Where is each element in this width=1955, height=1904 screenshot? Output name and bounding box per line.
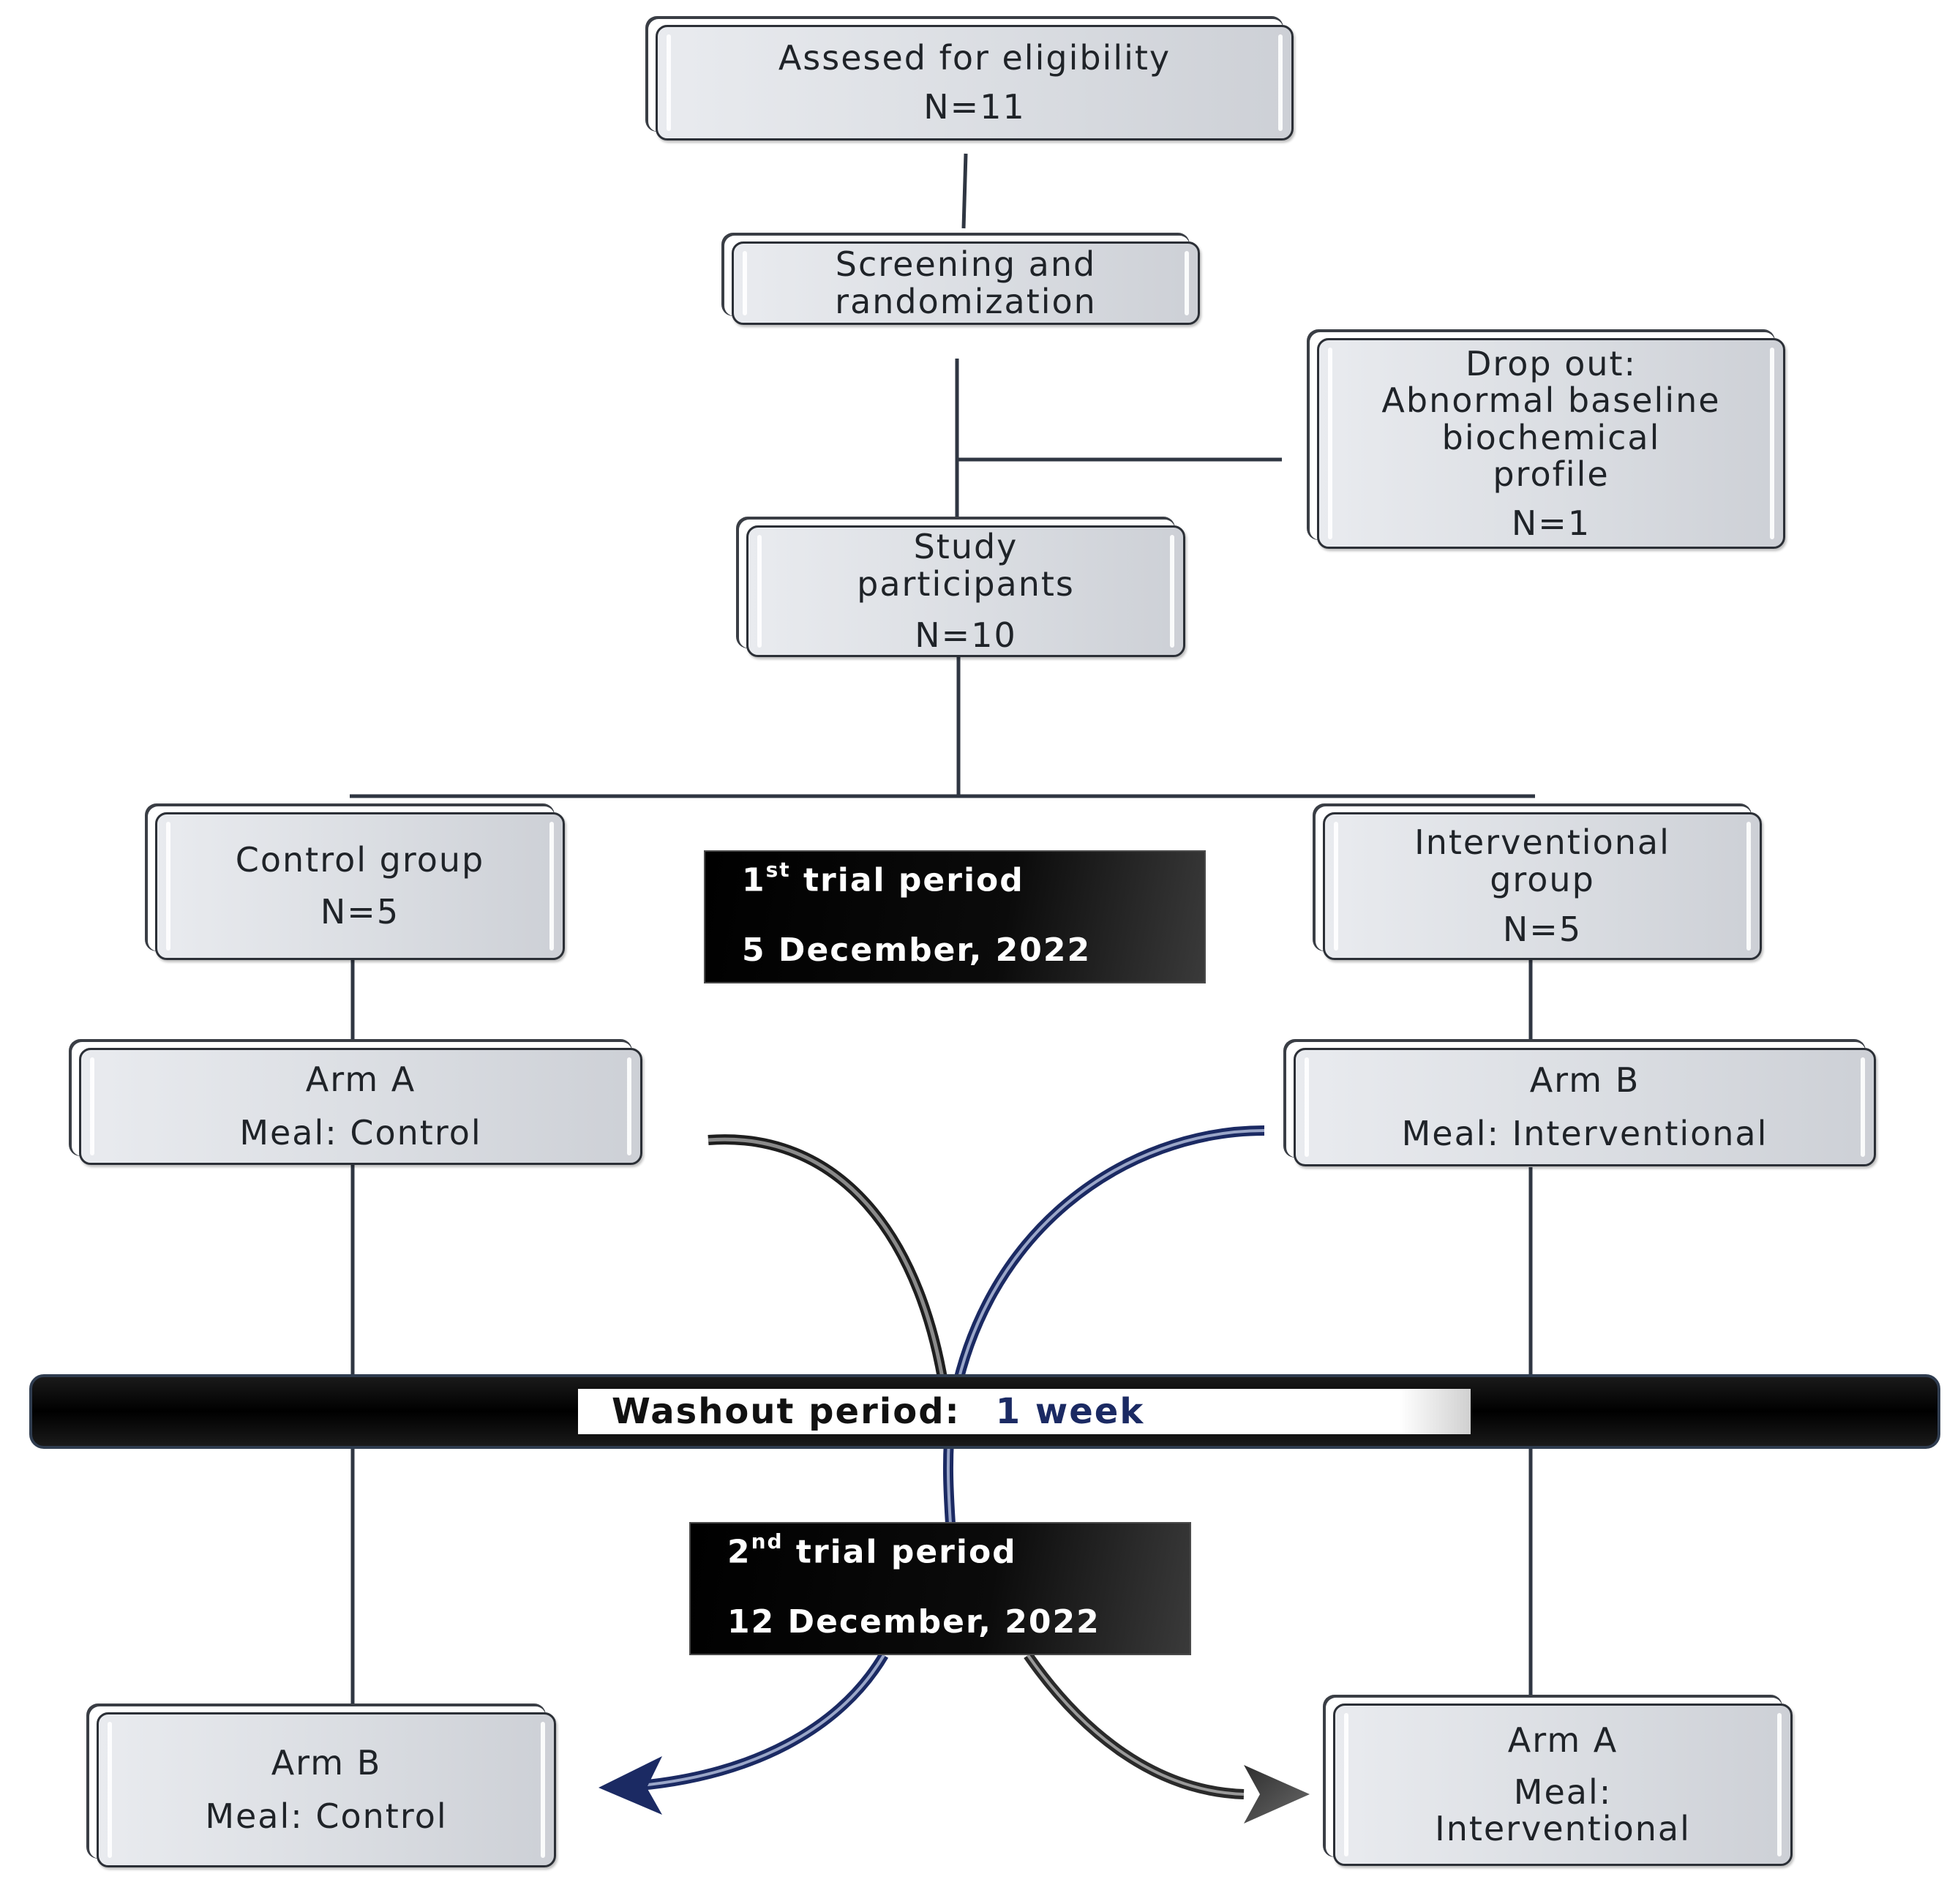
arm-b-second-label: Arm B bbox=[271, 1743, 382, 1783]
dropout-label-line3: biochemical bbox=[1441, 417, 1661, 457]
box-arm-b-second: Arm B Meal: Control bbox=[97, 1712, 556, 1867]
gray-arrowhead bbox=[1244, 1765, 1310, 1824]
second-period-suffix: nd bbox=[751, 1529, 784, 1553]
box-arm-a-second: Arm A Meal: Interventional bbox=[1333, 1704, 1793, 1866]
blue-crossover-lower bbox=[623, 1652, 889, 1792]
control-group-label: Control group bbox=[235, 840, 485, 880]
arm-a-first-meal: Meal: Control bbox=[239, 1113, 482, 1152]
box-arm-a-first: Arm A Meal: Control bbox=[79, 1048, 642, 1165]
second-period-date: 12 December, 2022 bbox=[727, 1603, 1100, 1641]
interventional-group-label-line2: group bbox=[1490, 859, 1595, 899]
box-arm-b-first: Arm B Meal: Interventional bbox=[1294, 1048, 1876, 1166]
gray-crossover-lower bbox=[1024, 1652, 1245, 1799]
arm-b-first-meal: Meal: Interventional bbox=[1401, 1114, 1768, 1153]
first-period-date: 5 December, 2022 bbox=[742, 931, 1092, 969]
first-period-suffix: st bbox=[765, 858, 791, 882]
eligibility-count: N=11 bbox=[923, 87, 1026, 127]
arm-a-first-label: Arm A bbox=[305, 1060, 416, 1100]
screening-label-line2: randomization bbox=[835, 282, 1097, 321]
line-eligibility-screening bbox=[961, 153, 968, 229]
arm-b-second-meal: Meal: Control bbox=[205, 1796, 448, 1836]
participants-label-line1: Study bbox=[913, 527, 1018, 567]
first-period-ordinal: 1 bbox=[742, 861, 766, 899]
first-trial-period: 1st trial period 5 December, 2022 bbox=[704, 850, 1206, 983]
eligibility-label: Assesed for eligibility bbox=[778, 38, 1171, 78]
box-participants: Study participants N=10 bbox=[746, 525, 1185, 657]
box-control-group: Control group N=5 bbox=[155, 812, 565, 960]
box-eligibility: Assesed for eligibility N=11 bbox=[656, 25, 1294, 140]
second-period-ordinal: 2 bbox=[727, 1533, 751, 1571]
dropout-label-line4: profile bbox=[1493, 454, 1610, 495]
dropout-count: N=1 bbox=[1511, 503, 1591, 543]
blue-crossover-upper bbox=[942, 1125, 1265, 1537]
dropout-label-line1: Drop out: bbox=[1465, 343, 1637, 383]
washout-value: 1 week bbox=[995, 1391, 1145, 1432]
participants-count: N=10 bbox=[915, 615, 1017, 656]
screening-label-line1: Screening and bbox=[835, 244, 1097, 285]
box-screening: Screening and randomization bbox=[732, 241, 1200, 325]
interventional-group-label-line1: Interventional bbox=[1414, 822, 1670, 863]
arm-a-second-meal-line1: Meal: bbox=[1513, 1772, 1613, 1812]
arm-b-first-label: Arm B bbox=[1529, 1060, 1640, 1101]
arm-a-second-label: Arm A bbox=[1507, 1720, 1618, 1761]
participants-label-line2: participants bbox=[857, 563, 1075, 604]
second-period-label: trial period bbox=[783, 1533, 1017, 1571]
blue-arrowhead bbox=[598, 1756, 662, 1815]
box-dropout: Drop out: Abnormal baseline biochemical … bbox=[1317, 338, 1785, 549]
interventional-group-count: N=5 bbox=[1502, 910, 1583, 950]
arm-a-second-meal-line2: Interventional bbox=[1435, 1809, 1691, 1849]
box-interventional-group: Interventional group N=5 bbox=[1323, 812, 1762, 960]
control-group-count: N=5 bbox=[320, 892, 400, 932]
first-period-label: trial period bbox=[790, 861, 1024, 899]
second-trial-period: 2nd trial period 12 December, 2022 bbox=[689, 1522, 1191, 1655]
washout-label-panel: Washout period: 1 week bbox=[578, 1389, 1471, 1434]
dropout-label-line2: Abnormal baseline bbox=[1381, 381, 1721, 421]
washout-label: Washout period: bbox=[612, 1391, 961, 1432]
